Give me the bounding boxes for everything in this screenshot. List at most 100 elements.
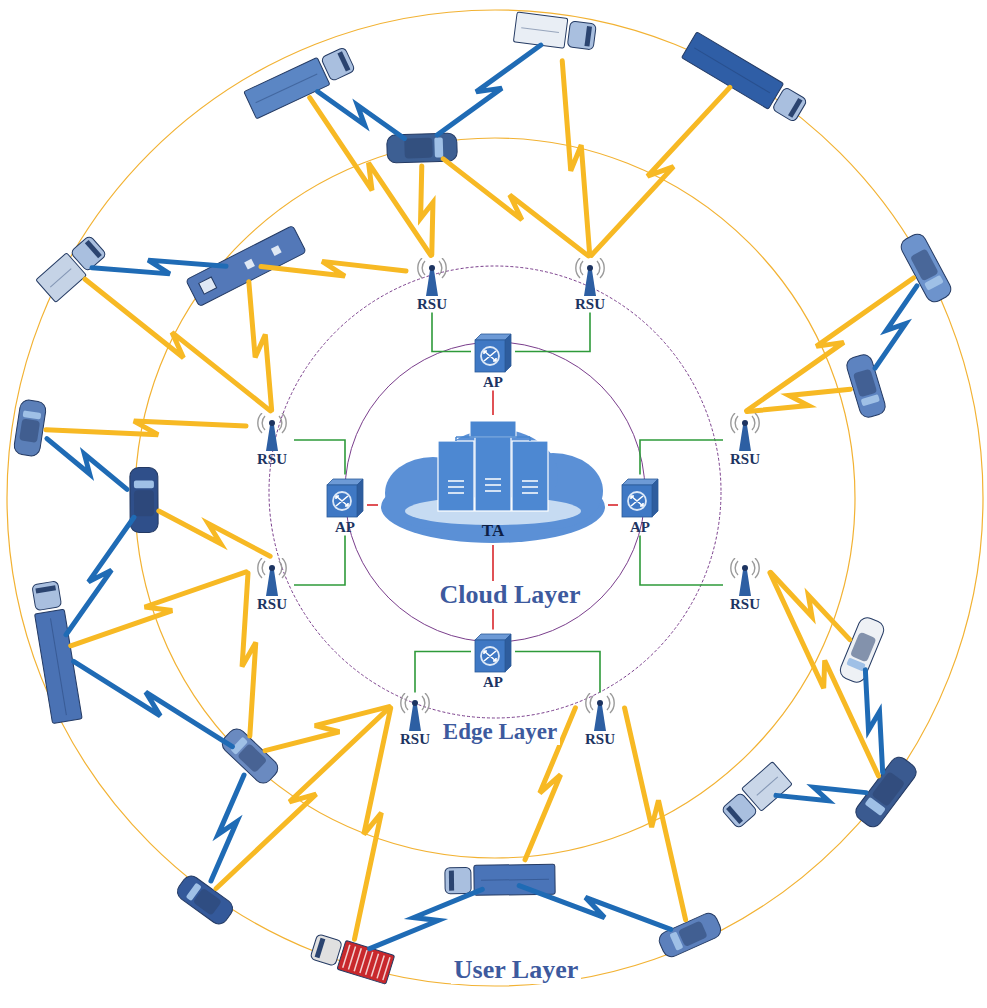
vehicle	[656, 910, 723, 959]
rsu-link	[432, 313, 471, 352]
node-label: RSU	[257, 596, 287, 613]
vehicles-and-links	[13, 12, 954, 984]
wireless-link	[770, 573, 879, 776]
trailer-seam	[50, 618, 66, 715]
vehicle-body	[838, 615, 887, 685]
truck-windshield	[726, 806, 743, 824]
wireless-link	[92, 260, 226, 274]
rsu-antenna-icon	[410, 258, 454, 296]
wireless-link	[46, 421, 246, 435]
wireless-link	[242, 573, 256, 736]
backhaul-link	[367, 504, 378, 506]
truck-cab	[445, 867, 471, 893]
truck-cab	[772, 87, 808, 123]
truck-cab	[321, 47, 356, 82]
node-label: RSU	[585, 731, 615, 748]
vehicle	[681, 32, 808, 124]
roadside-unit: RSU	[393, 693, 437, 748]
wireless-link	[370, 889, 483, 948]
rsu-antenna-icon	[250, 558, 294, 596]
wireless-link	[216, 707, 390, 888]
user-layer-outer-ring	[7, 10, 983, 986]
truck-trailer	[337, 940, 395, 984]
backhaul-link	[608, 504, 618, 506]
ap-switch-icon	[618, 475, 662, 519]
vehicle-body	[656, 910, 723, 959]
roadside-unit: RSU	[723, 413, 767, 468]
access-point: AP	[471, 330, 515, 391]
rsu-link	[640, 536, 723, 586]
trailer-seam	[694, 48, 770, 93]
truck-cab	[310, 934, 343, 967]
vehicle	[513, 12, 596, 52]
vehicle	[13, 399, 47, 457]
node-label: AP	[630, 519, 650, 536]
wireless-link	[66, 517, 134, 634]
wireless-link	[159, 511, 270, 556]
ladder-rung	[343, 945, 350, 968]
vehicle	[30, 580, 82, 723]
wireless-link	[211, 775, 244, 881]
wireless-link	[261, 261, 406, 276]
rsu-antenna-icon	[250, 413, 294, 451]
rsu-link	[640, 440, 723, 475]
node-label: RSU	[730, 451, 760, 468]
rsu-link	[294, 440, 345, 475]
trailer-seam	[521, 28, 559, 33]
vehicle-windshield	[864, 797, 885, 816]
wireless-link	[310, 98, 431, 256]
truck-windshield	[315, 938, 326, 959]
wireless-link	[85, 279, 270, 411]
ladder-rung	[371, 954, 378, 977]
roadside-unit: RSU	[250, 558, 294, 613]
wireless-link	[865, 670, 882, 773]
ladder-rung	[366, 952, 373, 975]
truck-windshield	[788, 98, 803, 118]
wireless-link	[875, 286, 917, 368]
access-point: AP	[618, 475, 662, 536]
rsu-link	[415, 652, 471, 693]
node-label: RSU	[575, 296, 605, 313]
vehicle-roof	[134, 490, 154, 516]
wireless-link	[437, 45, 541, 135]
truck-windshield	[337, 51, 350, 71]
node-label: AP	[335, 519, 355, 536]
rsu-antenna-icon	[578, 693, 622, 731]
cloud-trusted-authority: TA	[378, 415, 608, 545]
cloud-layer-ring	[345, 342, 645, 642]
rsu-link	[515, 652, 600, 693]
rsu-antenna-icon	[723, 558, 767, 596]
backhaul-link	[492, 391, 494, 416]
vehicle-windshield	[186, 883, 202, 902]
ladder-rung	[354, 948, 361, 971]
node-label: AP	[483, 674, 503, 691]
truck-trailer	[474, 864, 555, 895]
ladder-rung	[348, 947, 355, 970]
wireless-link	[625, 708, 686, 920]
truck-trailer	[681, 32, 783, 109]
wireless-link	[443, 159, 588, 256]
ladder-rung	[383, 957, 390, 980]
ap-switch-icon	[471, 330, 515, 374]
bus-hatch	[199, 277, 217, 294]
access-point: AP	[471, 630, 515, 691]
edge-layer-ring	[269, 266, 721, 718]
node-label: RSU	[417, 296, 447, 313]
wireless-link	[318, 92, 405, 139]
bus-hatch	[244, 259, 255, 270]
vehicle-roof	[853, 369, 877, 398]
truck-trailer	[35, 609, 83, 723]
node-label: RSU	[400, 731, 430, 748]
vehicle-body	[130, 467, 158, 532]
rsu-link	[294, 536, 345, 586]
bus-hatch	[271, 245, 282, 256]
trailer-seam	[757, 777, 778, 795]
trailer-seam	[50, 269, 71, 288]
truck-windshield	[449, 871, 454, 891]
wireless-link	[74, 661, 233, 746]
layer-label: Edge Layer	[440, 719, 560, 744]
wireless-link	[249, 282, 272, 410]
rsu-antenna-icon	[568, 258, 612, 296]
vehicle	[130, 467, 158, 532]
ap-switch-icon	[323, 475, 367, 519]
